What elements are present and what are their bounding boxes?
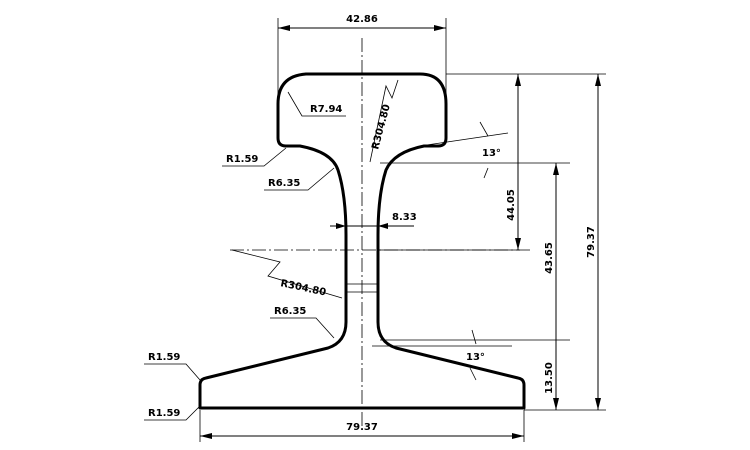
base-angle-label: 13° (466, 352, 485, 363)
head-underside-radius-label: R1.59 (226, 154, 258, 165)
head-angle-line (419, 132, 509, 147)
base-height-label: 13.50 (544, 362, 555, 394)
rail-profile-outline (198, 72, 526, 410)
base-fillet-radius-label: R6.35 (274, 306, 306, 317)
head-corner-radius-leader (287, 91, 346, 117)
head-crown-radius-leader (369, 79, 399, 163)
head-underside-radius-leader (222, 147, 287, 167)
total-height-label: 79.37 (586, 226, 597, 258)
head-height-arrow-top (515, 74, 521, 86)
head-width-arrow-left (278, 25, 290, 31)
base-angle-arrow-upper (471, 329, 477, 345)
head-angle-label: 13° (482, 148, 501, 159)
head-height-label: 44.05 (506, 189, 517, 221)
mid-height-arrow-bottom (553, 398, 559, 410)
base-top-corner-radius-label: R1.59 (148, 352, 180, 363)
base-bottom-corner-radius-label: R1.59 (148, 408, 180, 419)
head-angle-arrow-upper (479, 121, 489, 137)
mid-height-arrow-top (553, 163, 559, 175)
head-fillet-radius-leader (264, 167, 335, 191)
web-thickness-arrow-left (336, 223, 346, 229)
web-radius-leader (231, 249, 343, 299)
base-width-arrow-left (200, 433, 212, 439)
mid-height-label: 43.65 (544, 242, 555, 274)
head-width-arrow-right (434, 25, 446, 31)
base-width-arrow-right (512, 433, 524, 439)
head-angle-arrow-lower (483, 167, 489, 179)
head-fillet-radius-label: R6.35 (268, 178, 300, 189)
base-top-corner-radius-leader (144, 363, 201, 381)
total-height-arrow-bottom (595, 398, 601, 410)
base-angle-arrow-lower (469, 367, 477, 381)
base-width-label: 79.37 (346, 422, 378, 433)
base-bottom-corner-radius-leader (144, 405, 201, 421)
base-fillet-radius-leader (270, 317, 335, 339)
head-crown-radius-label: R304.80 (370, 103, 393, 151)
web-radius-label: R304.80 (279, 278, 327, 298)
web-thickness-arrow-right (378, 223, 388, 229)
web-thickness-label: 8.33 (392, 212, 417, 223)
head-corner-radius-label: R7.94 (310, 104, 342, 115)
head-width-label: 42.86 (346, 14, 378, 25)
head-height-arrow-bottom (515, 238, 521, 250)
total-height-arrow-top (595, 74, 601, 86)
